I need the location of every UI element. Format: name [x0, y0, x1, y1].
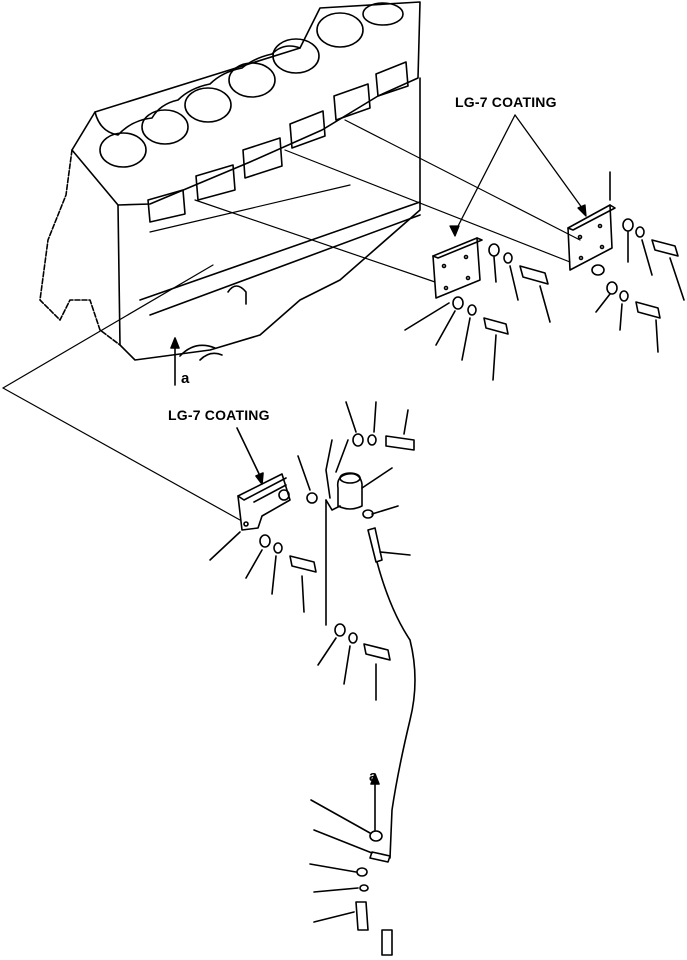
spring-washer [619, 290, 629, 302]
view-arrow-upper [170, 337, 180, 386]
block-lower-detail [179, 344, 223, 361]
block-left-end [39, 149, 121, 346]
coating-label-middle: LG-7 COATING [168, 407, 270, 423]
spring-washer [359, 884, 369, 892]
o-ring [306, 492, 318, 504]
side-cover-openings [147, 61, 409, 223]
bolt [651, 239, 679, 257]
leader-line [284, 149, 571, 263]
bolt [289, 555, 317, 573]
spring-washer [467, 304, 477, 316]
pipe [367, 527, 383, 563]
bolt [519, 265, 549, 285]
spring-washer [273, 542, 283, 554]
tube [376, 561, 416, 859]
bolt [363, 643, 391, 661]
cover-plate-middle [404, 237, 551, 381]
washer [356, 867, 368, 877]
bracket-group [209, 427, 318, 613]
cylinder-bores [99, 2, 404, 168]
tube-group [317, 499, 416, 859]
filter-group [325, 401, 415, 519]
leader-line [344, 119, 581, 241]
washer [622, 218, 634, 232]
cover-plate [567, 204, 613, 271]
clamp-group [309, 773, 393, 956]
washer [452, 296, 464, 310]
leader-line [194, 199, 436, 283]
bolt [635, 301, 661, 319]
clamp [369, 851, 391, 863]
block-top-deck [71, 1, 421, 206]
spring-washer [348, 632, 358, 644]
cylinder-bore [141, 109, 189, 145]
cylinder-bore [228, 62, 276, 98]
cover-plate-right [567, 171, 685, 353]
cylinder-bore [99, 132, 147, 168]
coating-arrows-top [449, 114, 587, 237]
block-boss [227, 285, 247, 305]
spring-washer [635, 226, 645, 238]
bolt [483, 317, 509, 335]
spring-washer [367, 434, 377, 446]
leader-line [149, 184, 351, 233]
washer [352, 433, 364, 447]
view-a-label-upper: a [181, 370, 190, 387]
washer [369, 830, 383, 842]
block-lower-rail [139, 201, 421, 316]
view-a-label-lower: a [369, 768, 378, 785]
washer [259, 534, 271, 548]
engine-block [39, 1, 421, 361]
assembly-leader-lines [2, 119, 581, 521]
cylinder-bore [316, 12, 364, 48]
coating-label-top: LG-7 COATING [455, 94, 557, 110]
cylinder-bore [272, 38, 320, 74]
spring-washer [503, 252, 513, 264]
gasket [591, 264, 605, 276]
washer [606, 281, 618, 295]
cylinder-bore [184, 87, 232, 123]
washer [334, 623, 346, 637]
leader-line [2, 387, 241, 521]
leader-line [2, 264, 214, 389]
cover-plate [432, 237, 481, 299]
tube-end [381, 929, 393, 956]
washer [488, 243, 500, 257]
filter-element [336, 472, 363, 510]
block-side-wall [117, 77, 421, 361]
bolt [385, 435, 415, 451]
cylinder-bore [362, 2, 404, 26]
bolt [355, 901, 369, 931]
bracket [237, 473, 291, 531]
